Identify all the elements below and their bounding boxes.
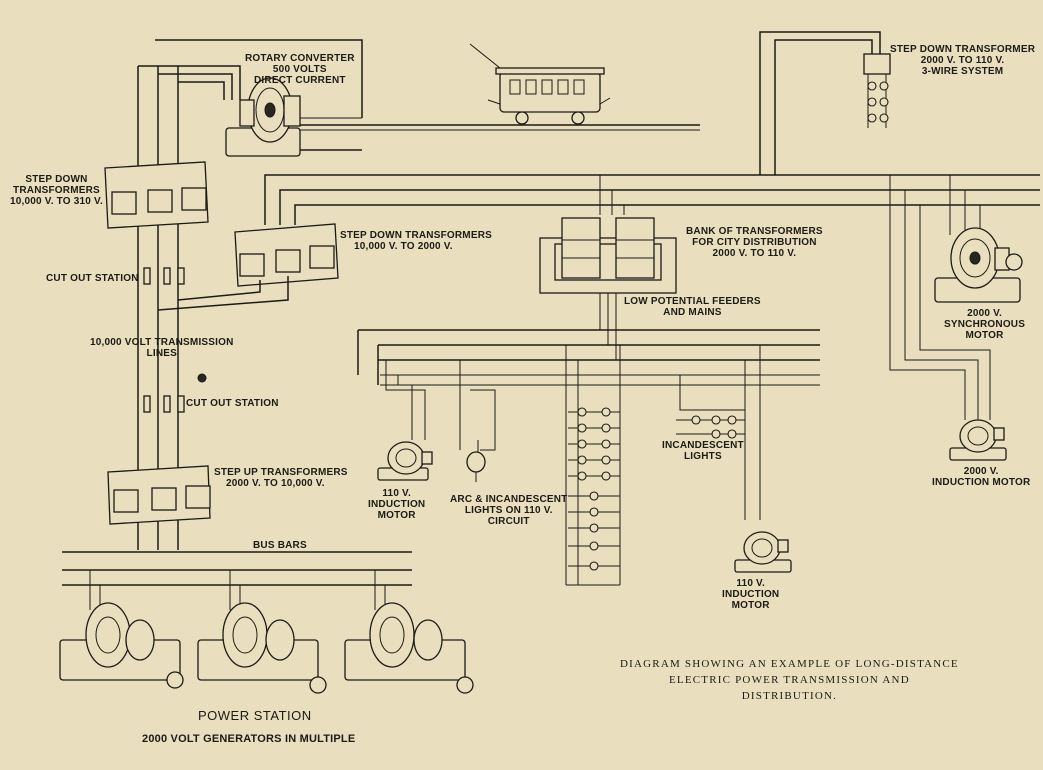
induction-motor-110-right-label: 110 V. INDUCTION MOTOR [722, 578, 779, 611]
transmission-line1: 10,000 VOLT TRANSMISSION [90, 337, 234, 348]
step-down-left-label: STEP DOWN TRANSFORMERS 10,000 V. TO 310 … [10, 174, 103, 207]
step-up-transformers [107, 465, 211, 525]
incandescent-lights-group [676, 415, 745, 439]
induction-motor-2000-label: 2000 V. INDUCTION MOTOR [932, 466, 1030, 488]
bus-bars-label: BUS BARS [253, 540, 307, 551]
step-down-middle-label: STEP DOWN TRANSFORMERS 10,000 V. TO 2000… [340, 230, 492, 252]
step-down-middle-transformers [157, 223, 339, 311]
top-right-transformer-group [759, 31, 891, 175]
cut-out-stations [143, 267, 207, 413]
right-feeders [889, 175, 991, 420]
induction-110-left-line3: MOTOR [377, 510, 416, 521]
feeders-line2: AND MAINS [663, 307, 722, 318]
step-down-middle-line1: STEP DOWN TRANSFORMERS [340, 230, 492, 241]
induction-2000-line2: INDUCTION MOTOR [932, 477, 1031, 488]
induction-motor-2000 [949, 419, 1007, 461]
induction-110-right-line2: INDUCTION [722, 589, 780, 600]
step-down-middle-line2: 10,000 V. TO 2000 V. [354, 241, 453, 252]
transmission-lines-label: 10,000 VOLT TRANSMISSION LINES [90, 337, 234, 359]
rotary-converter [225, 77, 301, 157]
step-down-left-line1: STEP DOWN [25, 174, 88, 185]
induction-motor-110-left [377, 441, 433, 481]
step-down-left-transformers [104, 161, 209, 229]
trolley-line [155, 39, 700, 151]
induction-110-right-line1: 110 V. [736, 578, 765, 589]
caption-line1: DIAGRAM SHOWING AN EXAMPLE OF LONG-DISTA… [620, 658, 959, 670]
step-down-top-right-line3: 3-WIRE SYSTEM [921, 66, 1004, 77]
step-up-transformers-label: STEP UP TRANSFORMERS 2000 V. TO 10,000 V… [214, 467, 348, 489]
low-potential-feeders-label: LOW POTENTIAL FEEDERS AND MAINS [624, 296, 761, 318]
induction-110-left-line2: INDUCTION [368, 499, 426, 510]
incandescent-lights-label: INCANDESCENT LIGHTS [662, 440, 744, 462]
step-down-transformer-top-right-label: STEP DOWN TRANSFORMER 2000 V. TO 110 V. … [890, 44, 1035, 77]
bank-of-transformers-label: BANK OF TRANSFORMERS FOR CITY DISTRIBUTI… [686, 226, 823, 259]
step-down-top-right-line2: 2000 V. TO 110 V. [920, 55, 1005, 66]
step-up-line2: 2000 V. TO 10,000 V. [226, 478, 325, 489]
step-down-left-line3: 10,000 V. TO 310 V. [10, 196, 103, 207]
step-up-line1: STEP UP TRANSFORMERS [214, 467, 348, 478]
rotary-converter-label: ROTARY CONVERTER 500 VOLTS DIRECT CURREN… [245, 53, 355, 86]
induction-110-left-line1: 110 V. [382, 488, 411, 499]
transmission-line2: LINES [146, 348, 177, 359]
incandescent-line2: LIGHTS [683, 451, 722, 462]
bank-of-transformers [539, 175, 677, 360]
synchronous-motor [934, 227, 1023, 303]
induction-motor-110-right [734, 531, 792, 573]
caption-line2: ELECTRIC POWER TRANSMISSION AND [669, 674, 910, 686]
diagram-caption: DIAGRAM SHOWING AN EXAMPLE OF LONG-DISTA… [620, 656, 959, 704]
generators [59, 602, 474, 694]
incandescent-line1: INCANDESCENT [662, 440, 744, 451]
step-down-left-line2: TRANSFORMERS [13, 185, 100, 196]
caption-line3: DISTRIBUTION. [741, 690, 838, 702]
cut-out-station-lower-label: CUT OUT STATION [186, 398, 279, 409]
step-down-top-right-line1: STEP DOWN TRANSFORMER [890, 44, 1036, 55]
synchronous-motor-label: 2000 V. SYNCHRONOUS MOTOR [944, 308, 1025, 341]
main-feeder [264, 174, 1040, 225]
sync-motor-line3: MOTOR [965, 330, 1004, 341]
feeders-line1: LOW POTENTIAL FEEDERS [624, 296, 761, 307]
induction-110-right-line3: MOTOR [731, 600, 770, 611]
arc-lights-label: ARC & INCANDESCENT LIGHTS ON 110 V. CIRC… [450, 494, 568, 527]
arc-lamp [466, 440, 486, 482]
streetcar [469, 43, 611, 125]
sync-motor-line1: 2000 V. [967, 308, 1003, 319]
bus-bars [62, 551, 412, 610]
rotary-converter-line2: 500 VOLTS [272, 64, 327, 75]
sync-motor-line2: SYNCHRONOUS [944, 319, 1026, 330]
arc-line3: CIRCUIT [487, 516, 530, 527]
power-station-label: POWER STATION [198, 708, 312, 723]
arc-line2: LIGHTS ON 110 V. [464, 505, 553, 516]
bank-line2: FOR CITY DISTRIBUTION [692, 237, 817, 248]
bank-line1: BANK OF TRANSFORMERS [686, 226, 823, 237]
lamp-ladder [568, 407, 620, 571]
arc-line1: ARC & INCANDESCENT [450, 494, 568, 505]
induction-2000-line1: 2000 V. [963, 466, 999, 477]
generators-label: 2000 VOLT GENERATORS IN MULTIPLE [142, 733, 356, 745]
cut-out-station-upper-label: CUT OUT STATION [46, 273, 139, 284]
bank-line3: 2000 V. TO 110 V. [712, 248, 797, 259]
rotary-converter-line1: ROTARY CONVERTER [245, 53, 355, 64]
induction-motor-110-left-label: 110 V. INDUCTION MOTOR [368, 488, 425, 521]
rotary-converter-line3: DIRECT CURRENT [254, 75, 346, 86]
low-potential-mains [357, 329, 820, 586]
